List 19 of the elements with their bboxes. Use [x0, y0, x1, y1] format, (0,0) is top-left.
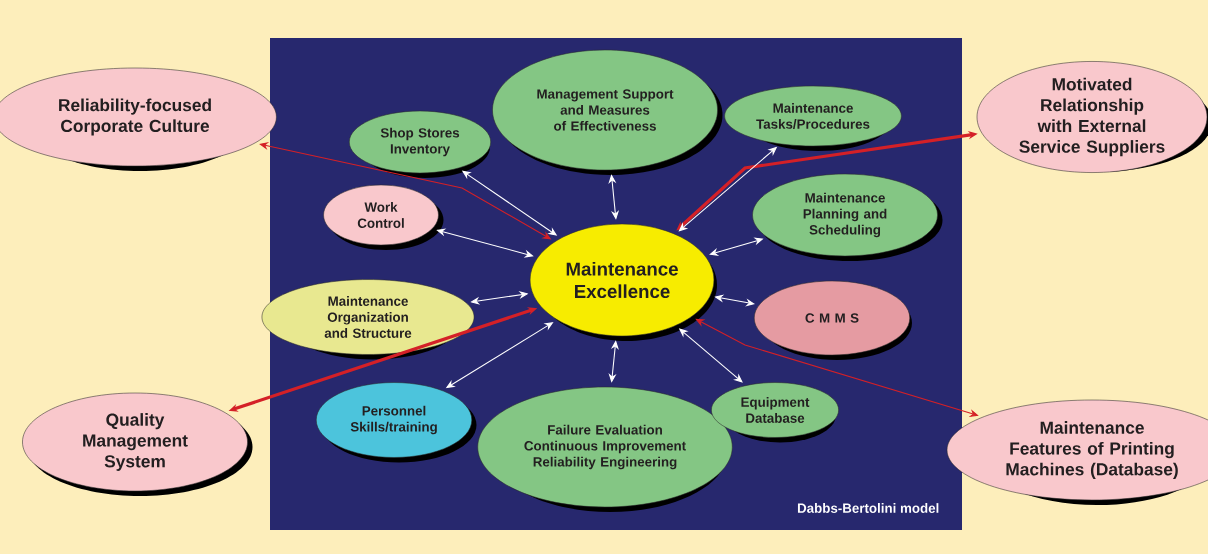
- arrow: [436, 228, 534, 258]
- ellipse-node: Work Control: [323, 184, 444, 250]
- ellipse-node: Maintenance Tasks/Procedures: [724, 85, 902, 151]
- arrow: [608, 174, 620, 220]
- arrow: [695, 318, 979, 417]
- ellipse-node: Maintenance Planning and Scheduling: [752, 173, 943, 261]
- ellipse-node: Quality Management System: [22, 392, 253, 496]
- ellipse-node: Maintenance Excellence: [529, 223, 717, 341]
- ellipse-node: Management Support and Measures of Effectiveness: [492, 49, 723, 175]
- ellipse-node: Equipment Database: [711, 382, 839, 443]
- ellipse-node: Motivated Relationship with External Service Suppliers: [976, 61, 1208, 173]
- ellipse-node: Maintenance Features of Printing Machines (Database): [946, 399, 1208, 505]
- ellipse-node: Personnel Skills/training: [315, 382, 477, 463]
- ellipse-node: C M M S: [753, 280, 912, 360]
- ellipse-node: Shop Stores Inventory: [349, 110, 491, 178]
- model-label: Dabbs-Bertolini model: [797, 503, 939, 513]
- ellipse-node: Maintenance Organization and Structure: [261, 279, 475, 360]
- ellipse-node: Reliability-focused Corporate Culture: [0, 67, 277, 171]
- ellipse-node: Failure Evaluation Continuous Improvement Reliability Engineering: [477, 386, 733, 512]
